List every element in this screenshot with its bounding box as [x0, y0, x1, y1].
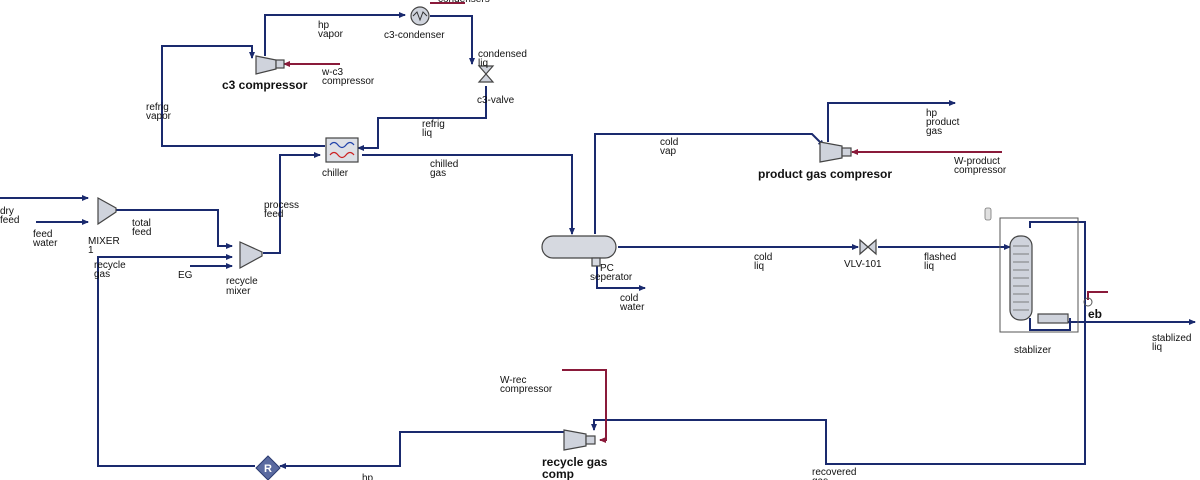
stream-hp-recycle[interactable]: [279, 431, 566, 469]
label-mixer-1: MIXER 1: [88, 236, 122, 256]
stream-refrig-vapor[interactable]: [161, 45, 325, 147]
label-stabilizer: stablizer: [1014, 345, 1052, 356]
condenser-icon: [410, 6, 430, 26]
condenser-coil: [412, 11, 428, 22]
label-w-c3-compressor: w-c3 compressor: [321, 67, 375, 87]
label-recovered-gas: recovered gas: [812, 467, 859, 480]
compressor-motor-icon: [585, 435, 596, 445]
label-recycle-gas: recycle gas: [94, 260, 128, 280]
column-trays: [1013, 245, 1029, 311]
stabilizer-internal-line: [1029, 318, 1071, 331]
label-refrig-liq: refrig liq: [422, 119, 448, 139]
separator-unit[interactable]: [541, 235, 617, 267]
horizontal-vessel-icon: [541, 235, 617, 259]
c3-compressor-unit[interactable]: [255, 55, 285, 75]
compressor-icon: [563, 429, 587, 451]
column-subflowsheet-frame: [999, 217, 1079, 333]
label-w-rec-compressor: W-rec compressor: [500, 375, 553, 395]
label-process-feed: process feed: [264, 200, 302, 220]
label-feed-water: feed water: [32, 229, 58, 249]
exchanger-coil-hot: [329, 151, 355, 159]
recycle-diamond-icon: [255, 455, 281, 480]
label-chiller: chiller: [322, 168, 349, 179]
label-reboiler: eb: [1088, 307, 1102, 321]
stream-cold-water[interactable]: [596, 266, 646, 291]
material-streams: [0, 12, 1196, 469]
recycle-block-unit[interactable]: R: [255, 455, 281, 480]
stream-hp-product-gas[interactable]: [827, 100, 956, 142]
exchanger-coil-cold: [329, 141, 355, 149]
recycle-gas-comp-unit[interactable]: [563, 429, 596, 451]
label-cold-water: cold water: [619, 293, 645, 313]
label-product-gas-compressor: product gas compresor: [758, 167, 892, 181]
label-cold-liq: cold liq: [754, 252, 775, 272]
label-refrig-vapor: refrig vapor: [146, 102, 172, 122]
c3-valve-unit[interactable]: [477, 65, 495, 83]
recycle-mixer-unit[interactable]: [239, 241, 263, 270]
heat-exchanger-icon: [325, 137, 359, 163]
vlv-101-unit[interactable]: [859, 238, 877, 256]
stream-recycle-gas[interactable]: [97, 254, 255, 467]
equipment-labels: c3-condenser c3 compressor c3-valve chil…: [88, 30, 1102, 480]
label-w-product-compressor: W-product compressor: [954, 156, 1007, 176]
stream-chilled-gas[interactable]: [362, 154, 575, 235]
compressor-motor-icon: [841, 147, 852, 157]
compressor-icon: [255, 55, 277, 75]
stream-condensed-liq[interactable]: [430, 15, 475, 65]
mixer-1-unit[interactable]: [97, 196, 117, 226]
compressor-icon: [819, 141, 843, 163]
label-c3-valve: c3-valve: [477, 95, 515, 106]
stream-process-feed[interactable]: [263, 152, 321, 254]
label-cold-vap: cold vap: [660, 137, 681, 157]
label-recycle-mixer: recycle mixer: [226, 276, 260, 297]
label-condensed-liq: condensed liq: [478, 49, 530, 69]
label-eg: EG: [178, 270, 193, 281]
label-c3-condenser: c3-condenser: [384, 30, 445, 41]
reboiler-icon: [1037, 313, 1069, 324]
label-stablized-liq: stablized liq: [1152, 333, 1194, 353]
vessel-boot-icon: [591, 257, 601, 267]
stream-refrig-liq[interactable]: [357, 86, 487, 151]
column-spec-icon: [984, 207, 992, 221]
stream-cold-vap[interactable]: [594, 133, 825, 234]
label-hp-vapor: hp vapor: [318, 20, 344, 40]
label-dry-feed: dry feed: [0, 206, 19, 226]
label-hp-product-gas: hp product gas: [926, 108, 962, 137]
chiller-unit[interactable]: [325, 137, 359, 163]
label-recycle-gas-comp: recycle gas comp: [542, 455, 611, 480]
stream-total-feed[interactable]: [116, 209, 233, 249]
product-gas-compressor-unit[interactable]: [819, 141, 852, 163]
mixer-icon: [97, 196, 117, 226]
valve-icon: [859, 238, 877, 256]
mixer-icon: [239, 241, 263, 270]
stabilizer-unit[interactable]: [984, 207, 1093, 333]
energy-streams: [283, 2, 1108, 443]
label-flashed-liq: flashed liq: [924, 252, 959, 272]
recycle-block-label: R: [264, 463, 272, 475]
label-chilled-gas: chilled gas: [430, 159, 461, 179]
reboiler-duty-icon: [1083, 297, 1093, 307]
valve-icon: [477, 65, 495, 83]
stream-recovered-gas[interactable]: [591, 221, 1086, 465]
energy-w-rec-compressor[interactable]: [562, 369, 607, 443]
label-condenser-duty: condensers: [438, 0, 490, 5]
energy-reboiler-duty[interactable]: [1087, 291, 1108, 300]
label-separator: PC seperator: [590, 263, 633, 283]
label-total-feed: total feed: [132, 218, 154, 238]
c3-condenser-unit[interactable]: [410, 6, 430, 26]
stream-hp-vapor[interactable]: [264, 12, 406, 56]
label-vlv-101: VLV-101: [844, 259, 882, 270]
label-hp-recycle: hp: [362, 473, 374, 480]
compressor-motor-icon: [275, 59, 285, 69]
label-c3-compressor: c3 compressor: [222, 78, 308, 92]
